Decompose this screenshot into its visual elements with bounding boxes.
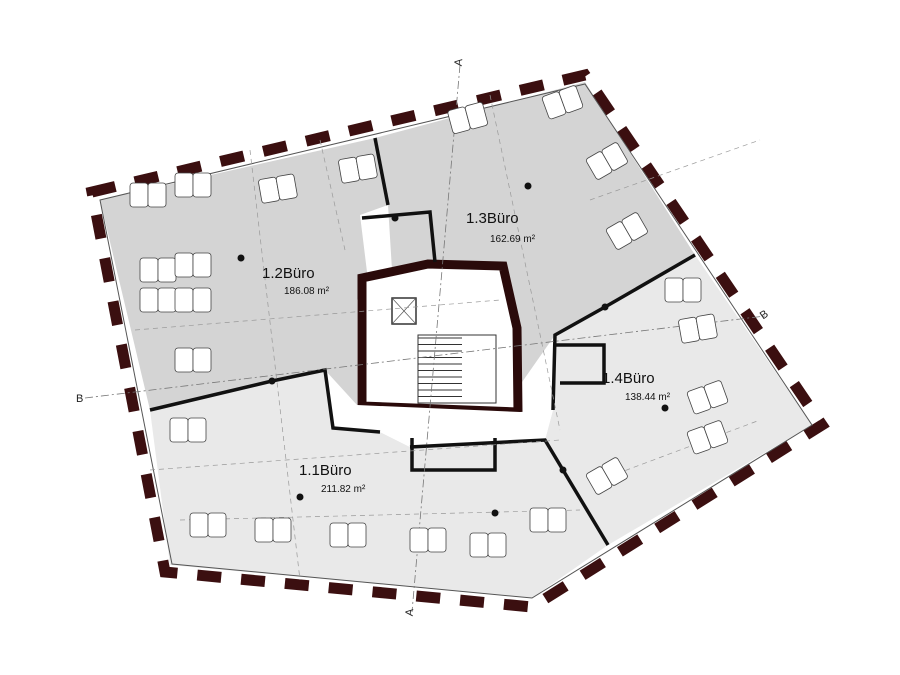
desk-group [586,457,628,495]
desk [682,277,702,303]
desk [174,252,194,278]
desk [703,420,729,449]
desk-group [258,173,298,204]
grid-line [599,419,761,481]
desk-group [174,347,212,373]
desk [147,182,167,208]
grid-line [489,94,561,431]
desk [529,507,549,533]
desk [139,287,159,313]
desk-group [169,417,207,443]
desk-group [664,277,702,303]
grid-line [589,139,761,201]
desk-group [338,153,378,184]
desk [427,527,447,553]
room-1-3-name: 1.3Büro [466,210,519,227]
desk [174,172,194,198]
desk [174,347,194,373]
desk [355,153,378,181]
desk [189,512,209,538]
desk-group [329,522,367,548]
desk-group [139,287,177,313]
room-1-4-name: 1.4Büro [602,370,655,387]
desk [157,257,177,283]
corridor [333,405,553,447]
section-a-bottom: A [404,608,417,617]
room-1-2-area: 186.08 m² [284,286,330,297]
room-1-1-name: 1.1Büro [299,462,352,479]
desk [174,287,194,313]
furniture [129,85,729,558]
desk [272,517,292,543]
section-a-top: A [453,58,466,67]
desk-group [174,287,212,313]
desk-group [174,252,212,278]
desk [192,287,212,313]
desk [157,287,177,313]
desk-group [529,507,567,533]
desk [169,417,189,443]
desk-group [139,257,177,283]
section-lines [84,64,766,613]
grid-line [249,149,301,581]
desk [601,142,628,171]
grid-line [319,139,346,251]
desk-group [586,142,628,180]
desk [547,507,567,533]
room-1-1-area: 211.82 m² [321,484,366,495]
desk-group [686,380,729,415]
desk [487,532,507,558]
facade-inner-line [99,83,813,599]
desk [192,252,212,278]
desk [621,212,648,241]
desk-group [174,172,212,198]
desk-group [409,527,447,553]
desk [254,517,274,543]
desk [192,172,212,198]
desk [695,313,718,341]
desk-group [678,313,718,344]
grid-line [134,299,501,331]
desk-group [254,517,292,543]
room-1-2-name: 1.2Büro [262,265,315,282]
desk [558,85,584,114]
desk-group [606,212,648,250]
structural-grid [134,94,761,581]
staircase [417,334,497,404]
desk [192,347,212,373]
grid-line [149,439,561,471]
desk-group [469,532,507,558]
desk [139,257,159,283]
facade-windows [85,68,830,613]
desk-group [541,85,584,120]
stair-frame [417,334,497,404]
desk [207,512,227,538]
desk [347,522,367,548]
desk [187,417,207,443]
interior-walls [149,137,696,546]
desk [129,182,149,208]
desk [275,173,298,201]
desk [469,532,489,558]
desk [464,101,488,130]
grid-line [179,509,581,521]
desk [409,527,429,553]
desk-group [447,101,488,134]
desk-group [189,512,227,538]
desk-group [129,182,167,208]
elevator [391,297,417,325]
desk [664,277,684,303]
desk [703,380,729,409]
office-1-2-area [100,138,388,410]
section-b-right: B [758,308,771,322]
room-1-4-area: 138.44 m² [625,392,671,403]
column-markers [237,182,669,517]
section-b-left: B [76,393,83,405]
desk-group [686,420,729,455]
desk [329,522,349,548]
room-1-3-area: 162.69 m² [490,234,536,245]
desk [601,457,628,486]
